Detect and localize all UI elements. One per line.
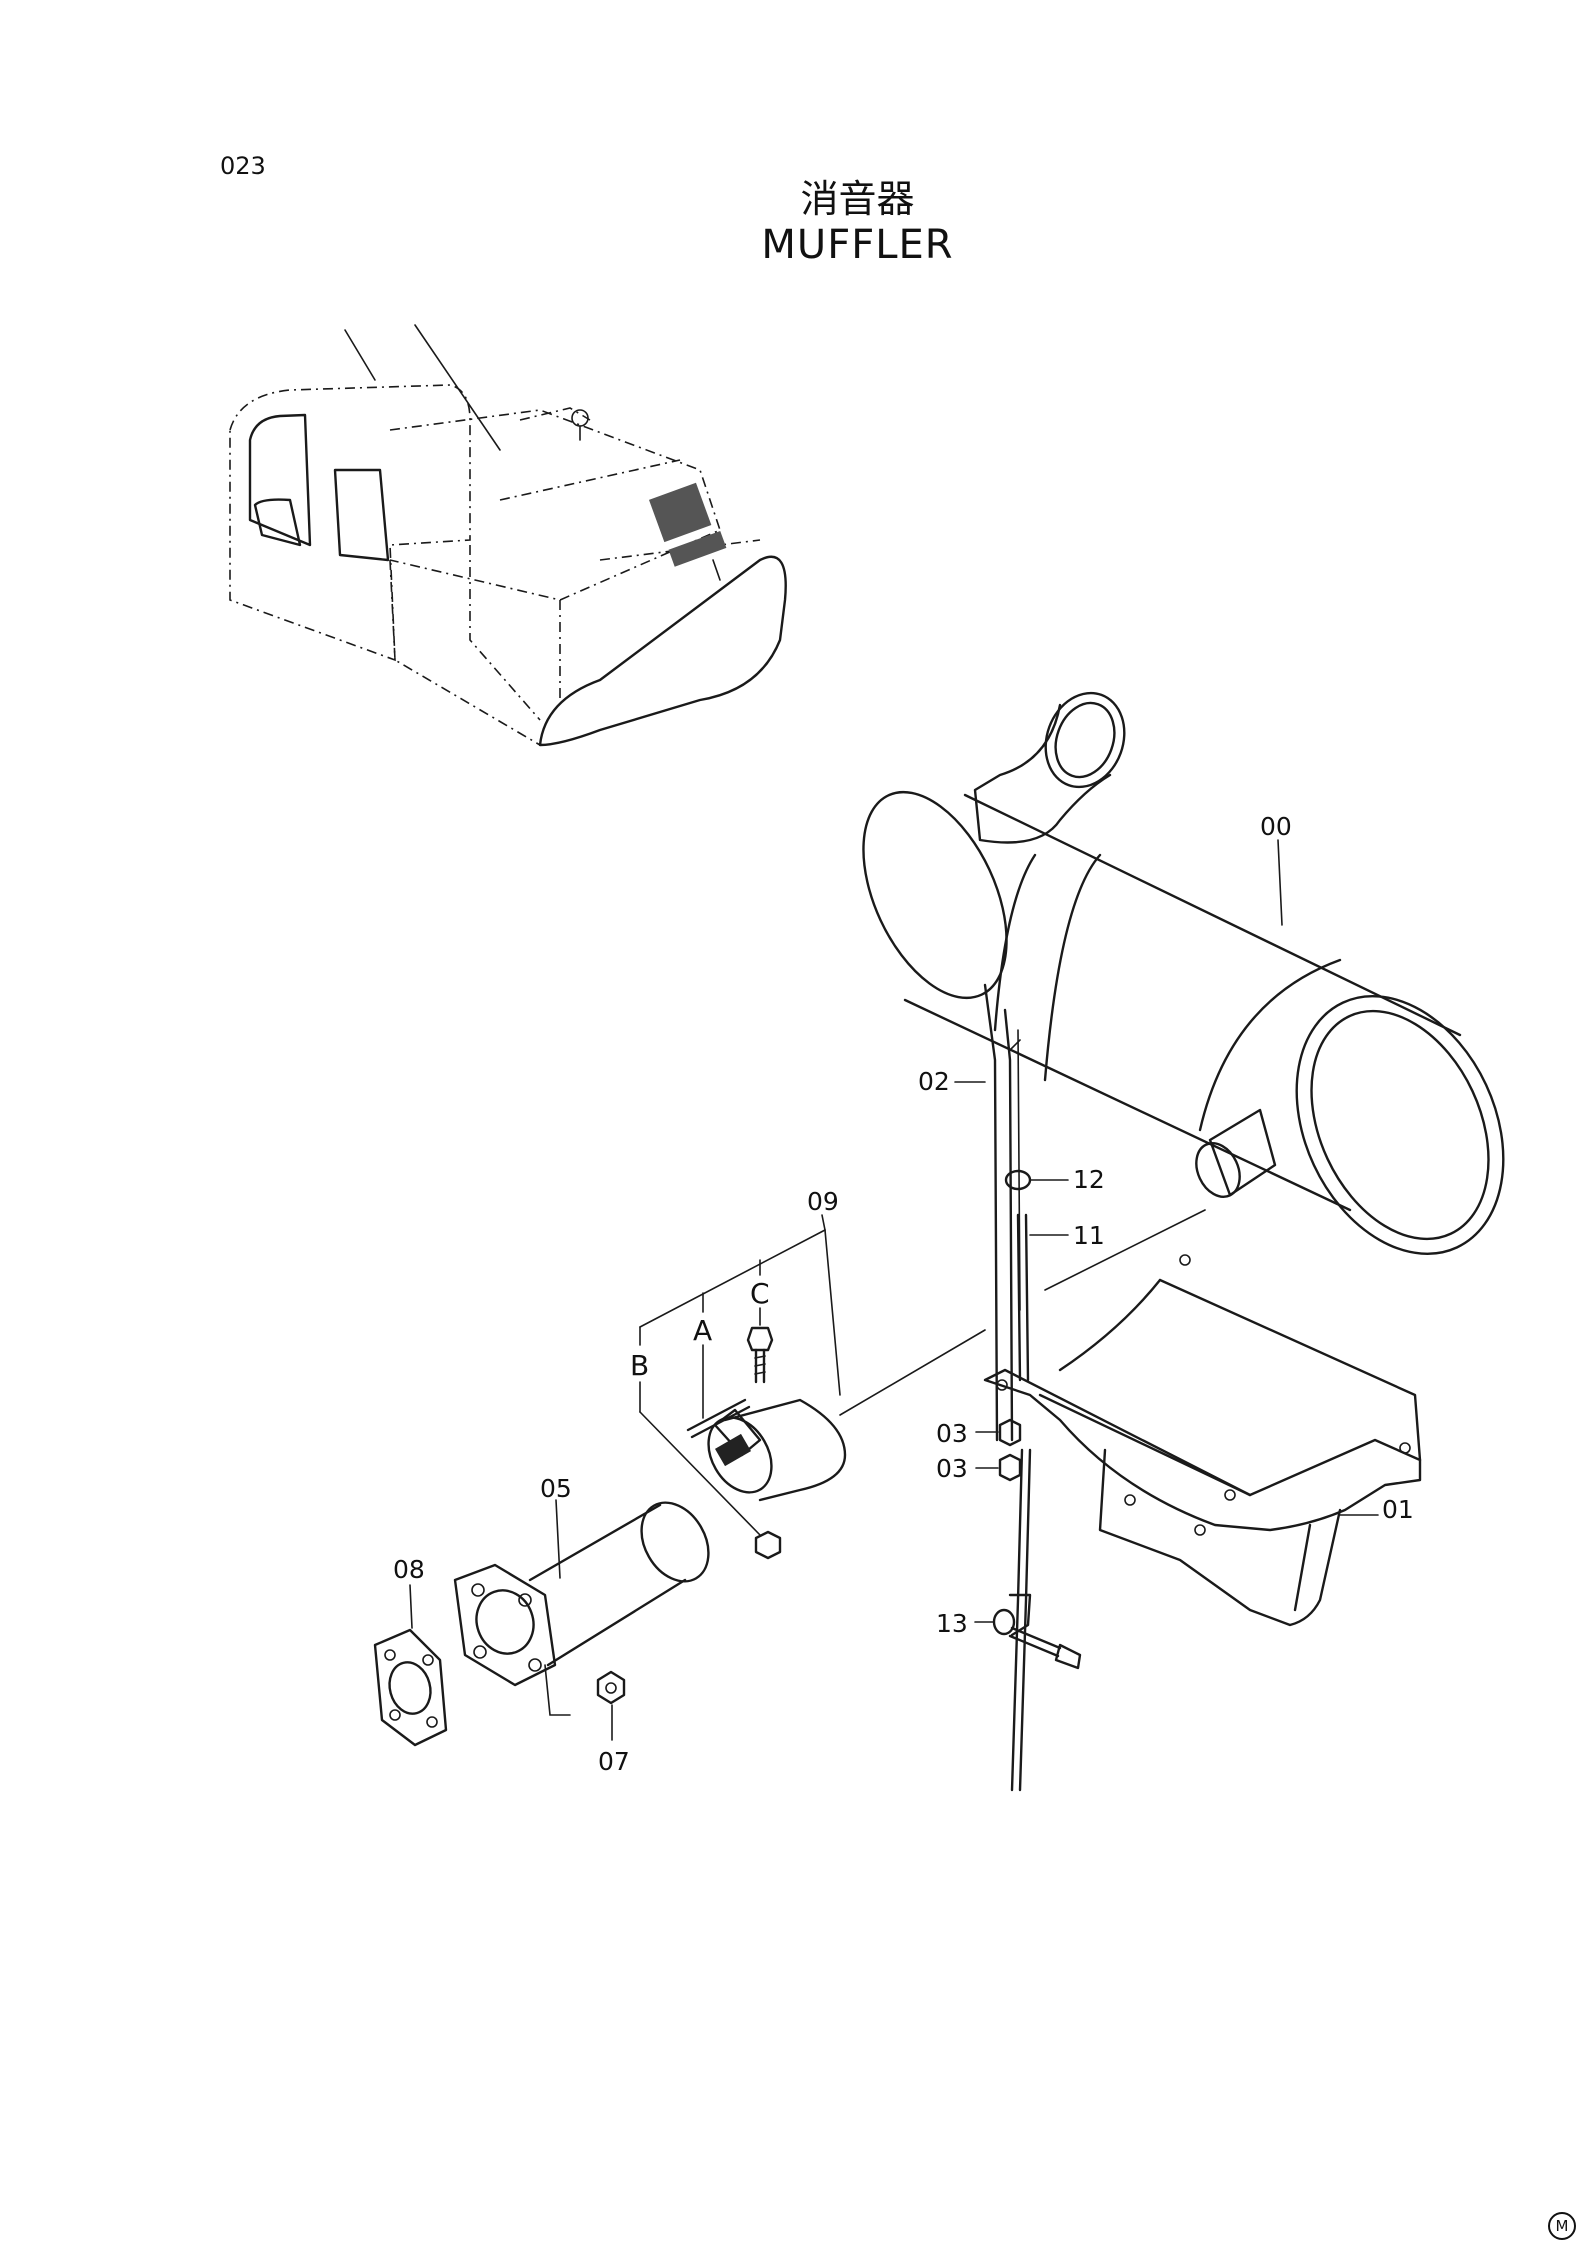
- excavator-overview-illustration: [229, 324, 787, 747]
- callout-02: 02: [918, 1067, 950, 1096]
- callout-07: 07: [598, 1747, 630, 1776]
- nuts-03: [975, 1418, 1022, 1482]
- title-english: MUFFLER: [761, 222, 954, 268]
- callout-B: B: [630, 1349, 649, 1382]
- callout-08: 08: [393, 1555, 425, 1584]
- clamp-13: [974, 1593, 1082, 1670]
- callout-12: 12: [1073, 1165, 1105, 1194]
- callout-01: 01: [1382, 1495, 1414, 1524]
- callout-C: C: [750, 1277, 770, 1310]
- exhaust-pipe-05: [453, 1499, 710, 1716]
- callout-03-upper: 03: [936, 1419, 968, 1448]
- callout-11: 11: [1073, 1221, 1105, 1250]
- nut-07: [596, 1670, 626, 1741]
- callout-13: 13: [936, 1609, 968, 1638]
- callout-03-lower: 03: [936, 1454, 968, 1483]
- callout-09: 09: [807, 1187, 839, 1216]
- muffler-body: [862, 691, 1505, 1255]
- mounting-band-and-rod: [983, 983, 1032, 1792]
- callout-05: 05: [540, 1474, 572, 1503]
- callout-A: A: [693, 1314, 712, 1347]
- title-japanese: 消音器: [800, 177, 915, 221]
- page-number: 023: [220, 152, 266, 180]
- muffler-bracket: [983, 1254, 1422, 1627]
- pipe-clamp-09: [639, 1214, 847, 1560]
- maker-mark: M: [1548, 2212, 1576, 2240]
- callout-00: 00: [1260, 812, 1292, 841]
- muffler-location-highlight: [648, 482, 727, 581]
- gasket-08: [373, 1584, 448, 1747]
